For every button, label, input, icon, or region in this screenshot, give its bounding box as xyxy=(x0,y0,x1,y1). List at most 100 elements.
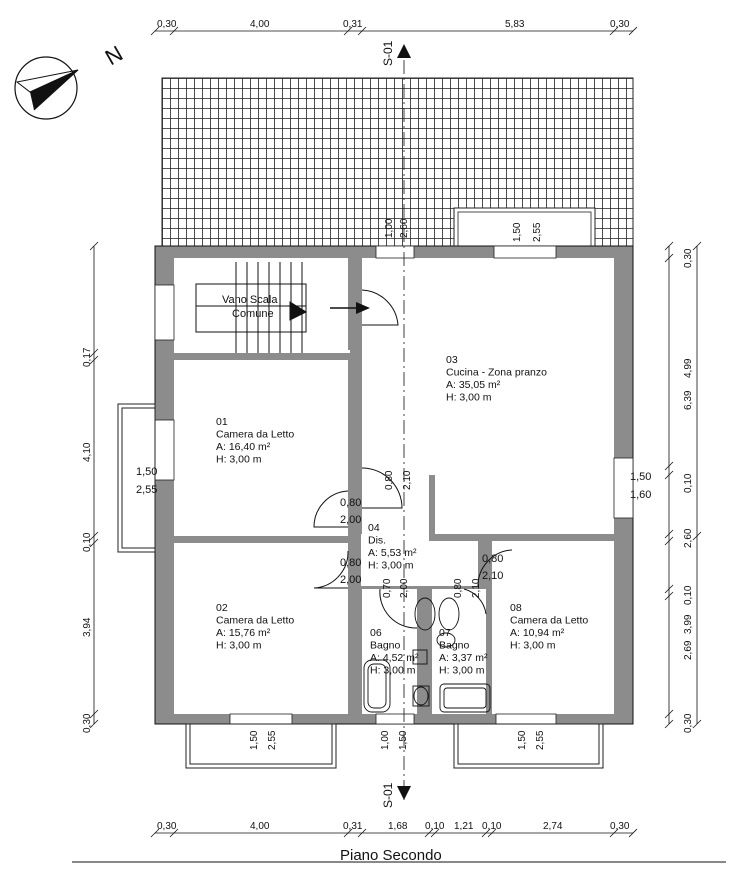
dim-bottom-1: 4,00 xyxy=(250,821,270,832)
dim-top-2: 0,31 xyxy=(343,19,363,30)
room-height: H: 3,00 m xyxy=(370,665,416,677)
dim-left-1: 4,10 xyxy=(82,442,93,462)
balcony-bot-c xyxy=(453,723,604,769)
door-swing-08 xyxy=(477,549,513,587)
dim-bottom-2: 0,31 xyxy=(343,821,363,832)
room-name: Camera da Letto xyxy=(510,615,588,627)
room-area: A: 5,53 m² xyxy=(368,547,417,559)
dimension-lines xyxy=(89,26,702,838)
dim-top-0: 0,30 xyxy=(157,19,177,30)
dim-right-outer-1: 3,99 xyxy=(683,614,694,634)
dim-left-3: 3,94 xyxy=(82,617,93,637)
section-label-bottom: S-01 xyxy=(381,782,395,808)
opening-bot-c-1: 1,50 xyxy=(517,730,528,750)
dim-top-3: 5,83 xyxy=(505,19,525,30)
dim-left-0: 0,17 xyxy=(82,347,93,367)
stair xyxy=(195,262,308,353)
dim-bottom-4: 0,10 xyxy=(425,821,445,832)
opening-left-2: 2,55 xyxy=(136,484,157,496)
section-label-top: S-01 xyxy=(381,40,395,66)
dim-right-inner-0: 0,30 xyxy=(683,248,694,268)
stair-label-1: Vano Scala xyxy=(222,294,278,306)
opening-top-a-1: 1,00 xyxy=(384,218,395,238)
dim-bottom-0: 0,30 xyxy=(157,821,177,832)
room-height: H: 3,00 m xyxy=(216,640,262,652)
balcony-bot-a xyxy=(185,723,337,769)
section-arrow-top-icon xyxy=(397,44,411,58)
window-bot-c xyxy=(495,713,557,725)
dim-right-inner-5: 2,69 xyxy=(683,640,694,660)
door-swing-07 xyxy=(463,588,487,615)
door-swing-entry xyxy=(361,289,399,326)
room-number: 01 xyxy=(216,416,228,428)
dim-bottom-7: 2,74 xyxy=(543,821,563,832)
plan-title: Piano Secondo xyxy=(340,847,442,864)
dim-right-outer-0: 6,39 xyxy=(683,390,694,410)
opening-left-1: 1,50 xyxy=(136,466,157,478)
opening-bot-a-2: 2,55 xyxy=(267,730,278,750)
room-height: H: 3,00 m xyxy=(216,454,262,466)
dim-right-inner-3: 2,60 xyxy=(683,528,694,548)
opening-door-top-1: 0,80 xyxy=(384,470,395,490)
room-name: Dis. xyxy=(368,535,386,547)
opening-bot-b-1: 1,00 xyxy=(380,730,391,750)
room-height: H: 3,00 m xyxy=(510,640,556,652)
dim-right-inner-6: 0,30 xyxy=(683,713,694,733)
opening-bot-c-2: 2,55 xyxy=(535,730,546,750)
window-stair xyxy=(154,284,175,341)
room-number: 06 xyxy=(370,627,382,639)
room-height: H: 3,00 m xyxy=(368,560,414,572)
opening-door-01-1: 0,80 xyxy=(340,497,361,509)
dim-right-inner-1: 4,99 xyxy=(683,358,694,378)
dim-bottom-3: 1,68 xyxy=(388,821,408,832)
door-swing-04a xyxy=(361,467,403,509)
room-number: 08 xyxy=(510,602,522,614)
dim-bottom-6: 0,10 xyxy=(482,821,502,832)
window-top-a xyxy=(375,245,415,259)
door-swing-02 xyxy=(313,550,349,589)
window-right xyxy=(613,457,634,519)
room-area: A: 10,94 m² xyxy=(510,627,565,639)
room-number: 07 xyxy=(439,627,451,639)
opening-bot-b-2: 1,50 xyxy=(398,730,409,750)
opening-bath-a-1: 0,70 xyxy=(382,578,393,598)
opening-top-a-2: 2,60 xyxy=(399,218,410,238)
north-label: N xyxy=(101,41,127,71)
room-number: 04 xyxy=(368,522,380,534)
opening-bath-b-1: 0,80 xyxy=(453,578,464,598)
opening-door-02-1: 0,80 xyxy=(340,557,361,569)
room-number: 03 xyxy=(446,354,458,366)
room-height: H: 3,00 m xyxy=(439,665,485,677)
room-name: Camera da Letto xyxy=(216,429,294,441)
opening-door-08-1: 0,80 xyxy=(482,553,503,565)
opening-labels: 1,00 2,60 1,50 2,55 1,50 2,55 1,50 1,60 0,80 2,10… xyxy=(136,218,651,750)
room-name: Bagno xyxy=(439,640,470,652)
room-name: Cucina - Zona pranzo xyxy=(446,367,547,379)
opening-door-01-2: 2,00 xyxy=(340,514,361,526)
window-bot-a xyxy=(229,713,293,725)
stair-label-2: Comune xyxy=(232,308,274,320)
room-height: H: 3,00 m xyxy=(446,392,492,404)
opening-right-2: 1,60 xyxy=(630,489,651,501)
dim-left-2: 0,10 xyxy=(82,532,93,552)
room-number: 02 xyxy=(216,602,228,614)
opening-door-08-2: 2,10 xyxy=(482,570,503,582)
entry-arrow-icon xyxy=(330,302,370,314)
opening-door-top-2: 2,10 xyxy=(402,470,413,490)
opening-top-b-1: 1,50 xyxy=(512,222,523,242)
dim-bottom-8: 0,30 xyxy=(610,821,630,832)
room-name: Camera da Letto xyxy=(216,615,294,627)
room-name: Bagno xyxy=(370,640,401,652)
dim-right-inner-4: 0,10 xyxy=(683,585,694,605)
dim-left-4: 0,30 xyxy=(82,713,93,733)
window-top-b xyxy=(493,245,557,259)
room-area: A: 35,05 m² xyxy=(446,379,501,391)
room-area: A: 16,40 m² xyxy=(216,441,271,453)
dim-right-inner-2: 0,10 xyxy=(683,473,694,493)
opening-top-b-2: 2,55 xyxy=(532,222,543,242)
door-swing-01 xyxy=(313,490,349,528)
opening-right-1: 1,50 xyxy=(630,471,651,483)
